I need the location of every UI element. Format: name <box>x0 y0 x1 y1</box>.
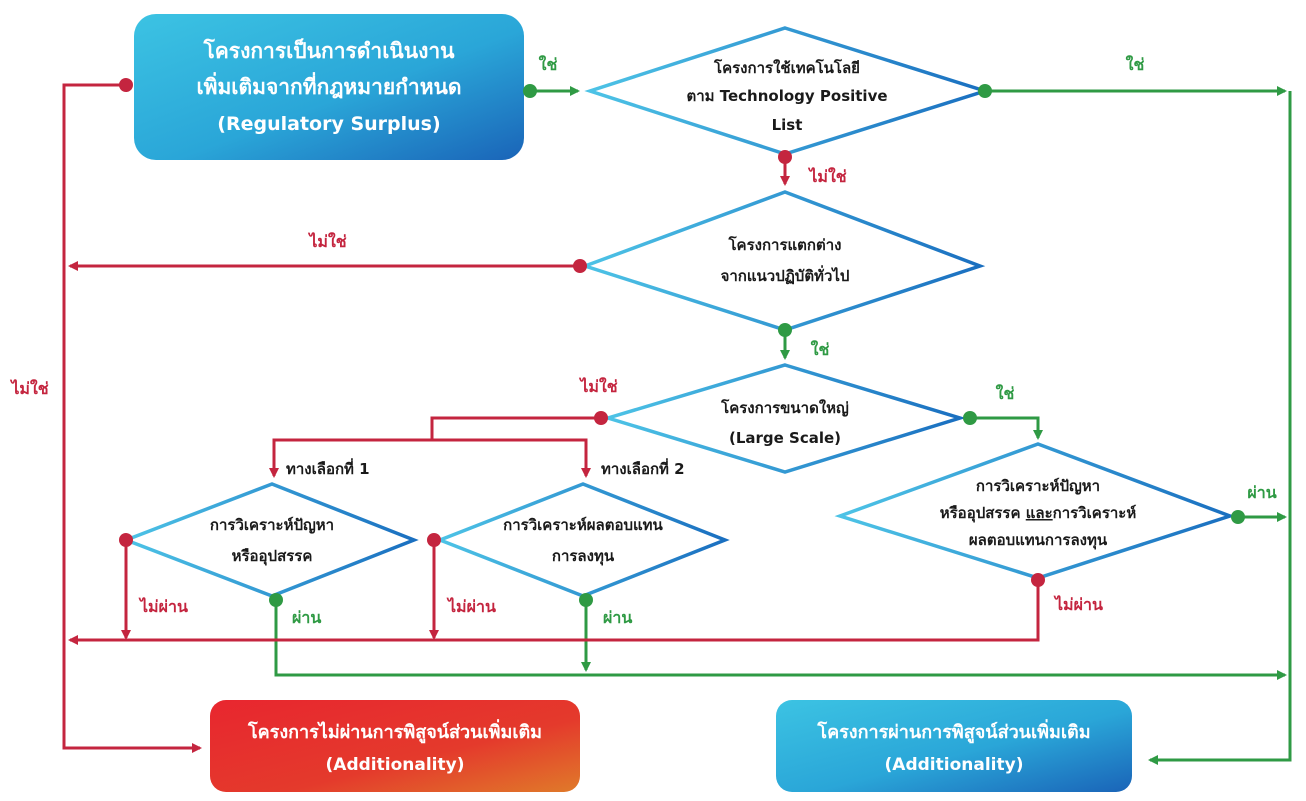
both-line3: ผลตอบแทนการลงทุน <box>969 531 1108 550</box>
decision-large-scale: โครงการขนาดใหญ่ (Large Scale) <box>601 363 966 474</box>
decision-barrier: การวิเคราะห์ปัญหา หรืออุปสรรค <box>121 482 419 598</box>
label-return-fail: ไม่ผ่าน <box>446 597 496 616</box>
label-both-fail: ไม่ผ่าน <box>1053 595 1103 614</box>
arrow-large-yes <box>970 416 1043 440</box>
dot-tech-no <box>778 150 792 164</box>
dot-different-no <box>573 259 587 273</box>
result-fail-line2: (Additionality) <box>326 755 465 775</box>
red-connectors <box>62 83 1040 753</box>
start-box-line1: โครงการเป็นการดำเนินงาน <box>202 37 455 63</box>
edge-labels: ใช่ ใช่ ไม่ใช่ ไม่ใช่ ไม่ใช่ ใช่ ไม่ใช่ … <box>9 55 1276 627</box>
result-fail-box: โครงการไม่ผ่านการพิสูจน์ส่วนเพิ่มเติม (A… <box>210 700 580 792</box>
large-scale-line1: โครงการขนาดใหญ่ <box>720 398 849 417</box>
label-both-pass: ผ่าน <box>1247 483 1276 502</box>
dot-large-no <box>594 411 608 425</box>
start-box-line2: เพิ่มเติมจากที่กฎหมายกำหนด <box>196 71 461 99</box>
dot-barrier-pass <box>269 593 283 607</box>
barrier-line1: การวิเคราะห์ปัญหา <box>210 516 334 534</box>
both-line2c: การวิเคราะห์ <box>1053 504 1137 522</box>
barrier-line2: หรืออุปสรรค <box>232 547 313 566</box>
dot-start-no <box>119 78 133 92</box>
decision-barrier-shape <box>121 482 419 598</box>
arrow-both-fail <box>68 580 1040 645</box>
result-pass-shape <box>776 700 1132 792</box>
both-line2-and: และ <box>1026 504 1053 522</box>
return-line2: การลงทุน <box>552 547 615 566</box>
arrow-barrier-pass <box>274 600 1287 680</box>
tech-list-line1: โครงการใช้เทคโนโลยี <box>713 58 860 77</box>
dot-different-yes <box>778 323 792 337</box>
label-start-yes: ใช่ <box>539 55 558 74</box>
decision-different: โครงการแตกต่าง จากแนวปฏิบัติทั่วไป <box>579 190 986 332</box>
label-option2: ทางเลือกที่ 2 <box>601 458 685 478</box>
different-line1: โครงการแตกต่าง <box>727 235 841 254</box>
label-tech-no: ไม่ใช่ <box>807 167 846 186</box>
label-different-yes: ใช่ <box>811 340 830 359</box>
decision-tech-list: โครงการใช้เทคโนโลยี ตาม Technology Posit… <box>584 26 991 156</box>
both-line2: หรืออุปสรรค และการวิเคราะห์ <box>940 504 1137 523</box>
decision-both: การวิเคราะห์ปัญหา หรืออุปสรรค และการวิเค… <box>834 442 1236 580</box>
decision-return-shape <box>435 482 730 598</box>
label-return-pass: ผ่าน <box>603 608 632 627</box>
label-large-yes: ใช่ <box>996 384 1015 403</box>
result-pass-line2: (Additionality) <box>885 755 1024 775</box>
result-pass-line1: โครงการผ่านการพิสูจน์ส่วนเพิ่มเติม <box>816 719 1090 744</box>
return-line1: การวิเคราะห์ผลตอบแทน <box>503 516 663 534</box>
arrow-large-no-option2 <box>432 438 591 478</box>
dot-start-yes <box>523 84 537 98</box>
tech-list-line2: ตาม Technology Positive <box>686 87 887 105</box>
label-barrier-fail: ไม่ผ่าน <box>138 597 188 616</box>
dot-return-pass <box>579 593 593 607</box>
dot-both-fail <box>1031 573 1045 587</box>
start-box: โครงการเป็นการดำเนินงาน เพิ่มเติมจากที่ก… <box>134 14 524 160</box>
decision-different-shape <box>579 190 986 332</box>
dot-return-fail <box>427 533 441 547</box>
label-left-no: ไม่ใช่ <box>9 379 48 398</box>
decision-large-scale-shape <box>601 363 966 474</box>
dot-tech-yes <box>978 84 992 98</box>
dot-both-pass <box>1231 510 1245 524</box>
label-option1: ทางเลือกที่ 1 <box>286 458 370 478</box>
arrow-right-rail-to-pass <box>1148 91 1292 765</box>
decision-return: การวิเคราะห์ผลตอบแทน การลงทุน <box>435 482 730 598</box>
label-barrier-pass: ผ่าน <box>292 608 321 627</box>
large-scale-line2: (Large Scale) <box>729 429 841 447</box>
green-connectors <box>274 86 1292 765</box>
result-fail-shape <box>210 700 580 792</box>
different-line2: จากแนวปฏิบัติทั่วไป <box>721 265 850 285</box>
result-pass-box: โครงการผ่านการพิสูจน์ส่วนเพิ่มเติม (Addi… <box>776 700 1132 792</box>
both-line1: การวิเคราะห์ปัญหา <box>976 477 1100 495</box>
label-large-no: ไม่ใช่ <box>578 377 617 396</box>
start-box-line3: (Regulatory Surplus) <box>217 113 440 135</box>
dot-large-yes <box>963 411 977 425</box>
start-box-shape <box>134 14 524 160</box>
result-fail-line1: โครงการไม่ผ่านการพิสูจน์ส่วนเพิ่มเติม <box>247 719 542 744</box>
tech-list-line3: List <box>772 116 803 134</box>
arrow-left-rail-to-fail <box>62 83 202 753</box>
dot-barrier-fail <box>119 533 133 547</box>
label-tech-yes: ใช่ <box>1126 55 1145 74</box>
connector-dots <box>119 78 1245 607</box>
label-different-no: ไม่ใช่ <box>307 232 346 251</box>
both-line2a: หรืออุปสรรค <box>940 504 1026 523</box>
